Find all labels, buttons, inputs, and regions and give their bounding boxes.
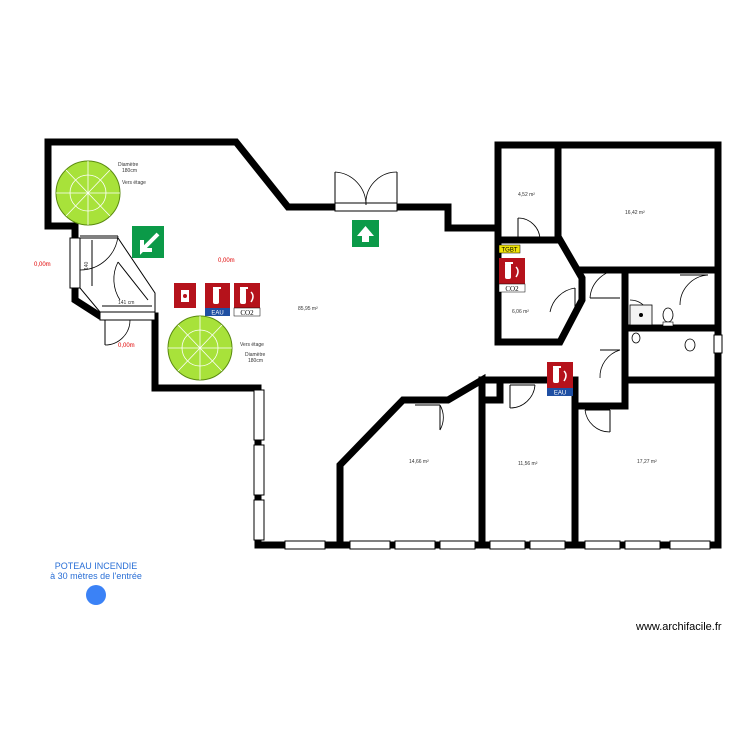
exit-sign-diagonal-icon [132, 226, 164, 258]
sanitary [629, 304, 696, 352]
room-area-main: 85,95 m² [298, 306, 318, 312]
stair-top-diameter-value: 180cm [122, 168, 137, 174]
window-bottom-2 [349, 540, 391, 550]
tower-room [79, 237, 156, 313]
hex-room-door [549, 287, 576, 318]
window-bottom-8 [624, 540, 661, 550]
stair-bottom-diameter-value: 180cm [248, 358, 263, 364]
window-left-upper [69, 237, 81, 289]
window-bottom-4 [439, 540, 476, 550]
stair-top-direction: Vers étage [122, 180, 146, 186]
bottom-room-2-door [509, 384, 536, 409]
window-side-1 [253, 389, 265, 441]
hydrant-marker-icon [86, 585, 106, 605]
right-upper-door [589, 269, 621, 299]
dimension-141-label: 141 cm [118, 300, 134, 306]
window-bottom-6 [529, 540, 566, 550]
co2-label: CO2 [240, 309, 254, 317]
level-left: 0,00m [34, 262, 51, 268]
tgbt-sign-icon: TGBT [498, 244, 521, 254]
co2-b-label: CO2 [505, 285, 519, 293]
extinguisher-co2-b-icon: CO2 [498, 258, 526, 293]
interior-walls [336, 141, 722, 549]
window-right [713, 334, 723, 354]
tower-door-lower [104, 319, 131, 346]
window-bottom-3 [394, 540, 436, 550]
dimension-vertical: 140 [84, 240, 93, 286]
extinguisher-eau-b-icon: EAU [547, 362, 573, 397]
hydrant-line1: POTEAU INCENDIE [55, 561, 138, 571]
window-bottom-1 [284, 540, 326, 550]
room-area-bottom-3: 17,27 m² [637, 459, 657, 465]
level-center: 0,00m [218, 258, 235, 264]
dimension-horizontal: 141 cm [102, 300, 152, 307]
eau-label: EAU [211, 311, 223, 317]
room-area-bottom-2: 11,56 m² [518, 461, 538, 467]
room-small-door [517, 217, 541, 241]
eau-b-label: EAU [554, 391, 566, 397]
room-area-hex: 6,06 m² [512, 309, 529, 315]
tower-door-diag [113, 261, 149, 301]
stair-top-diameter-label: Diamètre [118, 162, 139, 168]
windows [69, 202, 723, 550]
tgbt-label: TGBT [502, 248, 518, 254]
exit-sign-up-icon [352, 220, 379, 247]
room-area-top-small: 4,52 m² [518, 192, 535, 198]
exterior-walls [44, 138, 722, 549]
dimension-140-label: 140 [84, 261, 90, 270]
window-bottom-7 [584, 540, 621, 550]
double-door-top [334, 171, 398, 206]
room-area-bottom-1: 14,66 m² [409, 459, 429, 465]
fire-alarm-icon [174, 283, 196, 308]
hydrant-line2: à 30 mètres de l'entrée [50, 571, 142, 581]
spiral-stair-top [55, 160, 121, 226]
toilet-icon [662, 307, 674, 323]
window-left-lower [99, 311, 156, 321]
sink-icon [631, 332, 641, 344]
window-bottom-5 [489, 540, 526, 550]
level-lower-left: 0,00m [118, 343, 135, 349]
bedroom-right-door [679, 274, 709, 306]
window-bottom-9 [669, 540, 711, 550]
window-side-3 [253, 499, 265, 541]
window-side-2 [253, 444, 265, 496]
extinguisher-eau-icon: EAU [205, 283, 230, 317]
spiral-stair-bottom [167, 315, 233, 381]
tower-door-upper [79, 235, 119, 271]
toilet-2-icon [684, 338, 696, 352]
extinguisher-co2-icon: CO2 [233, 283, 261, 317]
bottom-room-3-door [584, 409, 611, 433]
middle-right-door [599, 349, 621, 379]
room-area-top-right: 16,42 m² [625, 210, 645, 216]
stair-bottom-diameter-label: Diamètre [245, 352, 266, 358]
bottom-room-1-door [415, 404, 444, 431]
brand-watermark: www.archifacile.fr [635, 621, 722, 633]
stair-bottom-direction: Vers étage [240, 342, 264, 348]
